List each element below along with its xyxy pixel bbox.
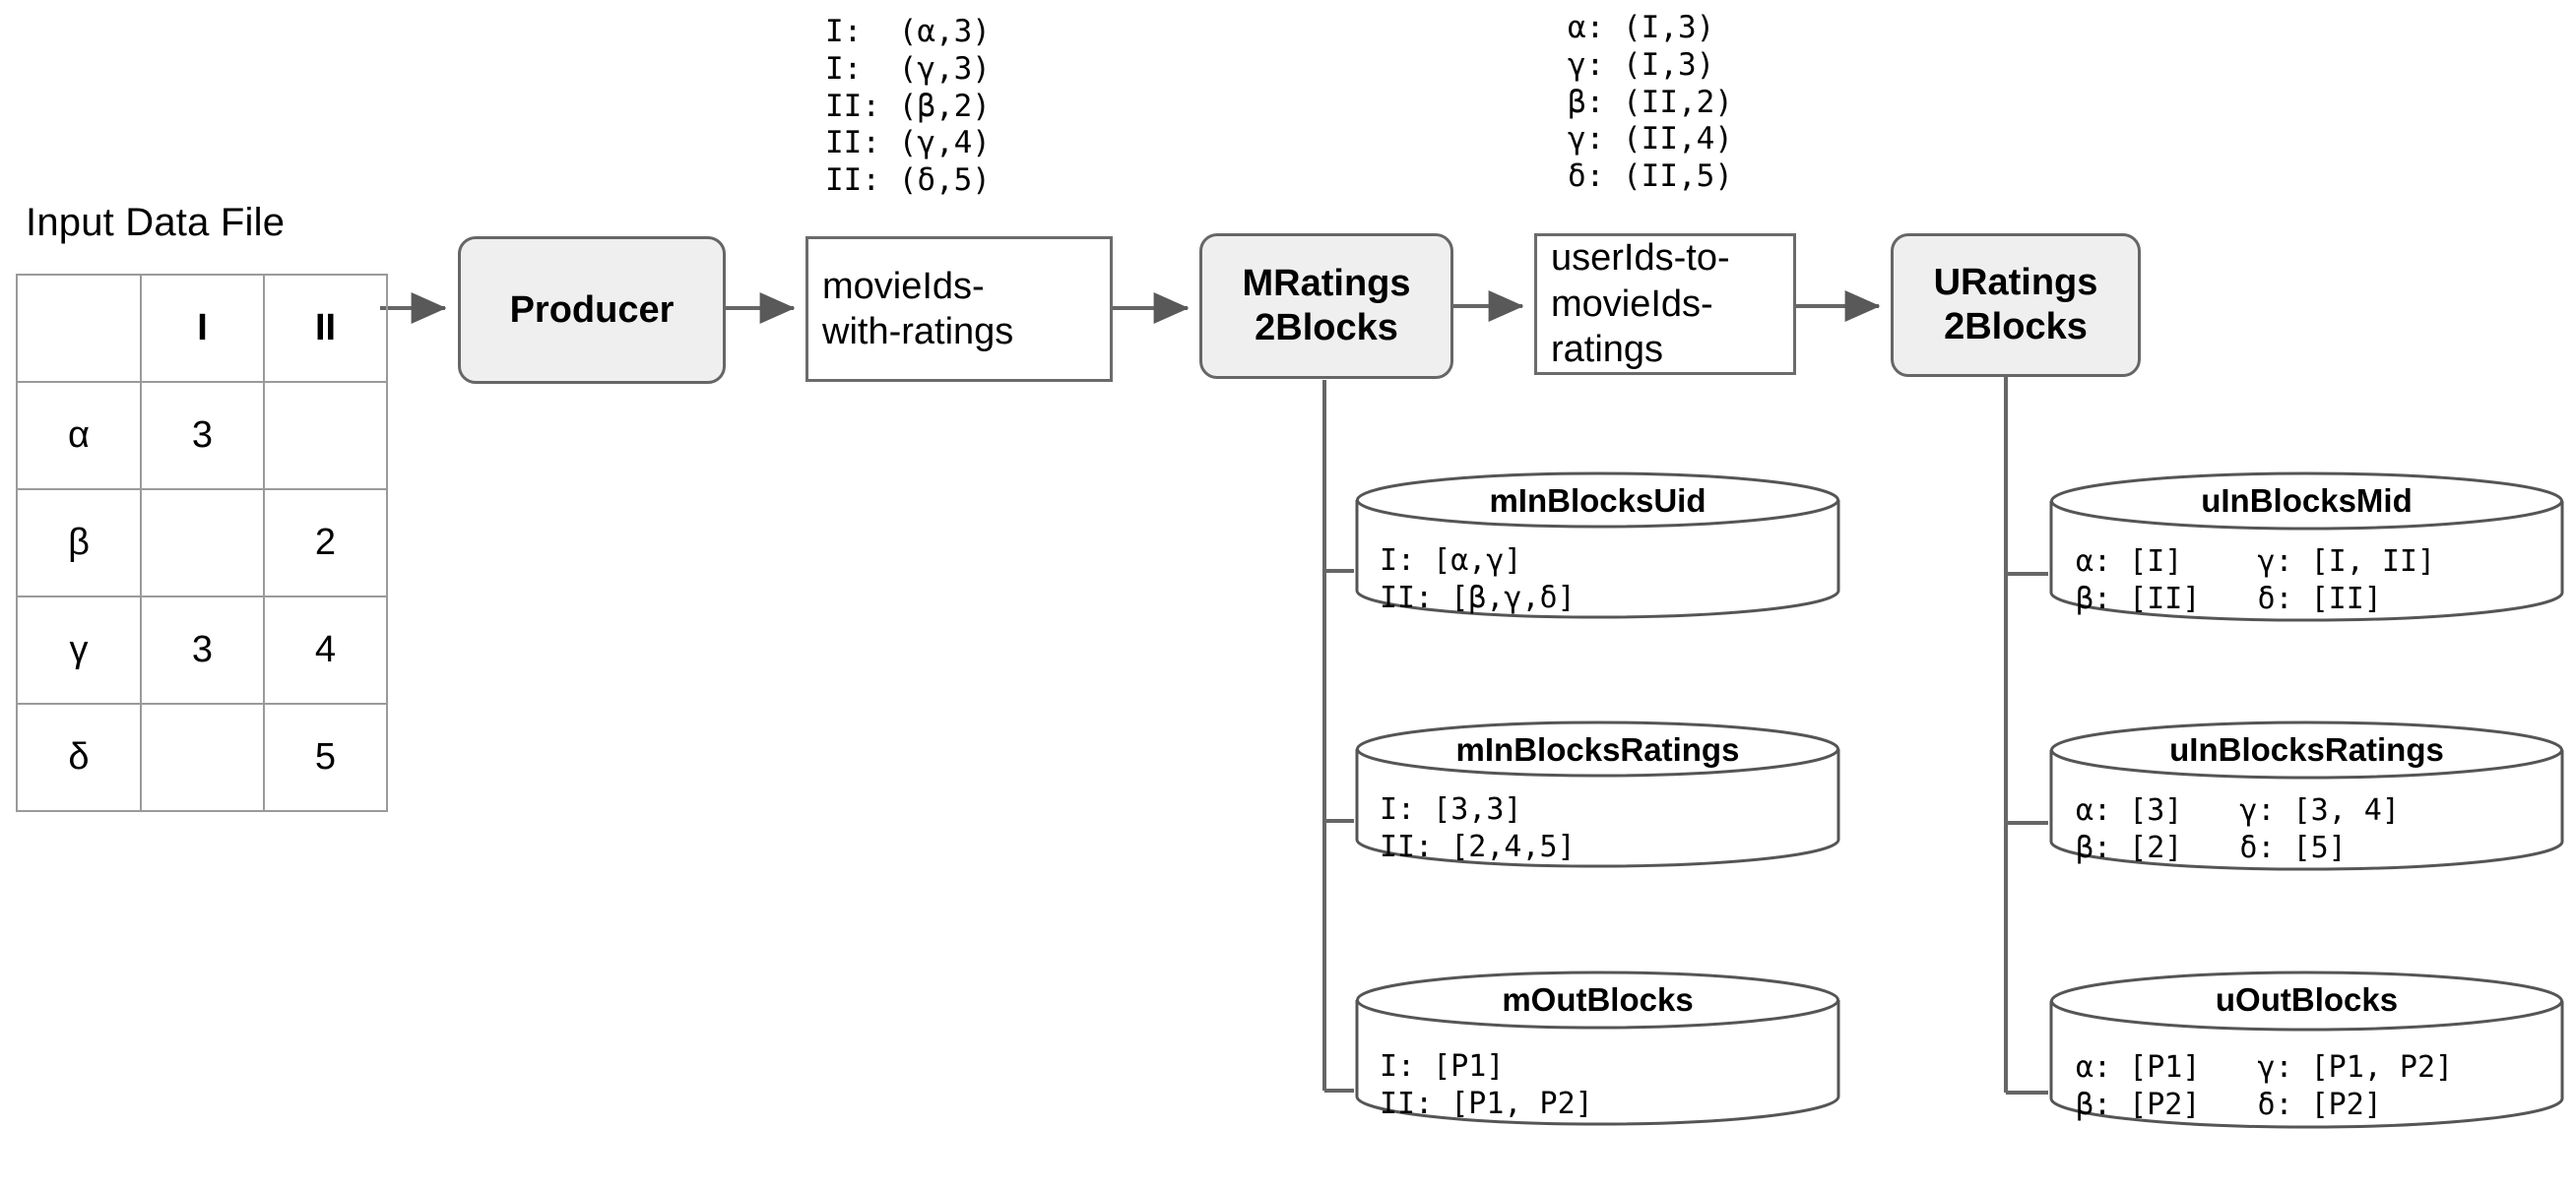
store-title: mOutBlocks [1502,981,1694,1018]
cell-delta-ii: 5 [263,703,388,812]
row-label-alpha: α [16,381,142,490]
cell-alpha-ii [263,381,388,490]
cell-delta-i [140,703,265,812]
row-label-beta: β [16,488,142,597]
table-header-col-i: I [140,274,265,383]
row-label-delta: δ [16,703,142,812]
store-contents: α: [P1] β: [P2] γ: [P1, P2] δ: [P2] [2076,1049,2453,1124]
store-title: mInBlocksUid [1489,482,1707,519]
table-corner-cell [16,274,142,383]
cell-beta-ii: 2 [263,488,388,597]
table-header-col-ii: II [263,274,388,383]
store-title: uOutBlocks [2215,981,2399,1018]
store-contents: I: [P1] II: [P1, P2] [1380,1049,1593,1121]
mratings2blocks-node[interactable]: MRatings 2Blocks [1199,233,1453,379]
table-row: β 2 [16,488,388,597]
cylinder-shape [2049,471,2564,622]
store-m-in-blocks-ratings[interactable]: mInBlocksRatings I: [3,3] II: [2,4,5] [1354,720,1841,869]
cylinder-shape [2049,971,2564,1129]
mapper-output-annotation: I: (α,3) I: (γ,3) II: (β,2) II: (γ,4) II… [825,14,991,199]
cylinder-shape [1355,721,1840,868]
store-m-in-blocks-uid[interactable]: mInBlocksUid I: [α,γ] II: [β,γ,δ] [1354,470,1841,620]
cylinder-shape [1355,471,1840,619]
cylinder-shape [2049,721,2564,871]
row-label-gamma: γ [16,596,142,705]
store-contents-col-2: γ: [I, II] δ: [II] [2257,544,2436,616]
store-contents-col-1: α: [3] β: [2] [2076,793,2183,865]
store-contents: I: [α,γ] II: [β,γ,δ] [1380,543,1576,615]
cell-gamma-ii: 4 [263,596,388,705]
table-row: γ 3 4 [16,596,388,705]
store-title: uInBlocksRatings [2169,731,2444,768]
store-contents-col-1: α: [I] β: [II] [2076,544,2201,616]
store-m-out-blocks[interactable]: mOutBlocks I: [P1] II: [P1, P2] [1354,969,1841,1128]
table-row: δ 5 [16,703,388,812]
table-row: α 3 [16,381,388,490]
producer-node[interactable]: Producer [458,236,726,384]
input-data-file-title: Input Data File [26,201,286,244]
store-u-in-blocks-ratings[interactable]: uInBlocksRatings α: [3] β: [2] γ: [3, 4]… [2048,720,2565,872]
store-contents: α: [I] β: [II] γ: [I, II] δ: [II] [2076,543,2435,618]
store-contents-col-2: γ: [P1, P2] δ: [P2] [2257,1050,2454,1122]
store-contents-col-2: γ: [3, 4] δ: [5] [2239,793,2400,865]
uratings2blocks-node[interactable]: URatings 2Blocks [1891,233,2141,377]
table-header-row: I II [16,274,388,383]
store-contents: I: [3,3] II: [2,4,5] [1380,792,1576,864]
reducer-output-annotation: α: (I,3) γ: (I,3) β: (II,2) γ: (II,4) δ:… [1568,10,1733,195]
store-contents-col-1: α: [P1] β: [P2] [2076,1050,2201,1122]
cell-alpha-i: 3 [140,381,265,490]
store-u-out-blocks[interactable]: uOutBlocks α: [P1] β: [P2] γ: [P1, P2] δ… [2048,969,2565,1131]
store-contents: α: [3] β: [2] γ: [3, 4] δ: [5] [2076,792,2400,867]
cell-gamma-i: 3 [140,596,265,705]
store-u-in-blocks-mid[interactable]: uInBlocksMid α: [I] β: [II] γ: [I, II] δ… [2048,470,2565,623]
userids-to-movieids-ratings-file[interactable]: userIds-to- movieIds- ratings [1534,233,1796,375]
store-title: uInBlocksMid [2201,482,2413,519]
cylinder-shape [1355,971,1840,1126]
movieids-with-ratings-file[interactable]: movieIds- with-ratings [805,236,1113,382]
input-data-table: I II α 3 β 2 γ 3 4 δ 5 [16,274,388,812]
store-title: mInBlocksRatings [1455,731,1740,768]
cell-beta-i [140,488,265,597]
